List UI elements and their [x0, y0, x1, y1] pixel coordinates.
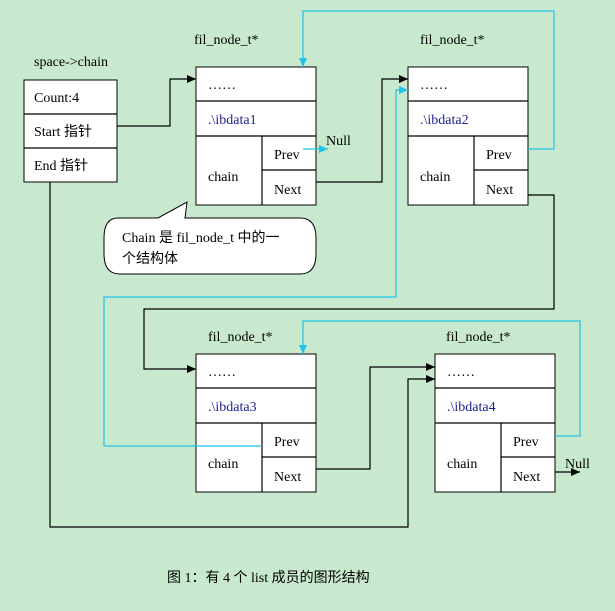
- node3-next-arrow: [316, 363, 435, 470]
- node1-chain-label: chain: [208, 170, 238, 185]
- node4-prev-label: Prev: [513, 435, 539, 450]
- node4-title: fil_node_t*: [446, 330, 511, 345]
- node4-box: …… .\ibdata4 chain Prev Next: [434, 353, 556, 493]
- node1-prev-label: Prev: [274, 148, 300, 163]
- callout-line1: Chain 是 fil_node_t 中的一: [122, 230, 280, 246]
- count-field: Count:4: [34, 91, 79, 106]
- node4-filename: .\ibdata4: [447, 400, 496, 415]
- node4-prev-arrow: [299, 320, 581, 437]
- node2-prev-arrow: [299, 10, 555, 150]
- node1-next-label: Next: [274, 183, 301, 198]
- node3-next-label: Next: [274, 470, 301, 485]
- node1-filename: .\ibdata1: [208, 113, 257, 128]
- node2-dots: ……: [420, 78, 448, 93]
- node3-title: fil_node_t*: [208, 330, 273, 345]
- start-pointer-field: Start 指针: [34, 124, 92, 140]
- node2-title: fil_node_t*: [420, 33, 485, 48]
- node4-chain-label: chain: [447, 457, 477, 472]
- node4-next-label: Next: [513, 470, 540, 485]
- node1-next-arrow: [316, 75, 408, 183]
- end-to-node4-arrow: [49, 182, 435, 528]
- node3-chain-label: chain: [208, 457, 238, 472]
- node2-chain-label: chain: [420, 170, 450, 185]
- start-to-node1-arrow: [117, 75, 196, 127]
- node3-prev-label: Prev: [274, 435, 300, 450]
- node3-prev-arrow: [103, 86, 408, 447]
- figure-caption: 图 1：有 4 个 list 成员的图形结构: [167, 570, 370, 586]
- node1-title: fil_node_t*: [194, 33, 259, 48]
- node1-dots: ……: [208, 78, 236, 93]
- node2-box: …… .\ibdata2 chain Prev Next: [407, 66, 529, 206]
- node2-filename: .\ibdata2: [420, 113, 469, 128]
- node2-next-arrow: [143, 194, 555, 373]
- node4-dots: ……: [447, 365, 475, 380]
- node1-box: …… .\ibdata1 chain Prev Next: [195, 66, 317, 206]
- space-chain-title: space->chain: [34, 55, 108, 70]
- node3-box: …… .\ibdata3 chain Prev Next: [195, 353, 317, 493]
- node2-next-label: Next: [486, 183, 513, 198]
- node3-dots: ……: [208, 365, 236, 380]
- space-chain-struct: Count:4 Start 指针 End 指针: [23, 79, 118, 183]
- end-pointer-field: End 指针: [34, 158, 88, 174]
- node3-filename: .\ibdata3: [208, 400, 257, 415]
- null-label-top: Null: [326, 134, 351, 149]
- null-label-bottom: Null: [565, 457, 590, 472]
- callout-line2: 个结构体: [122, 251, 178, 267]
- callout-bubble: [103, 201, 317, 275]
- node2-prev-label: Prev: [486, 148, 512, 163]
